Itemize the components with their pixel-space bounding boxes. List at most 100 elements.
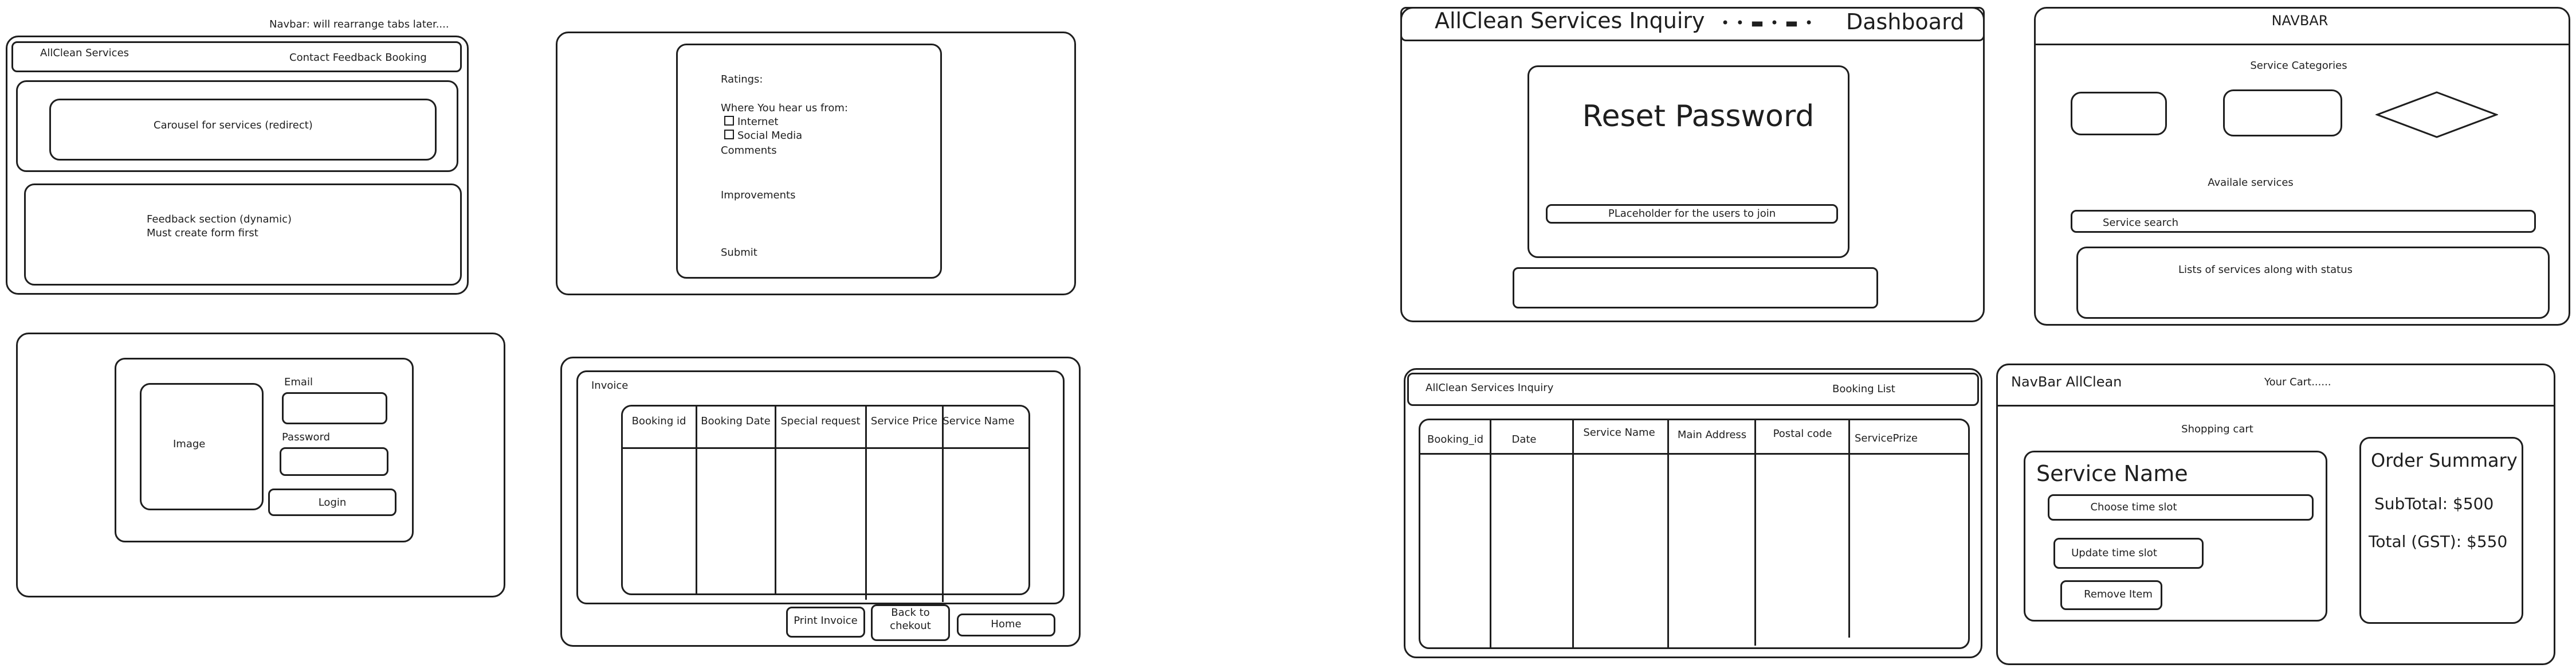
invoice-col-divider (865, 405, 867, 600)
invoice-col-header: Special request (780, 415, 861, 427)
back-to-checkout-button[interactable] (871, 604, 950, 641)
services-list-label: Lists of services along with status (2178, 264, 2353, 276)
order-summary-title: Order Summary (2371, 450, 2518, 471)
carousel-section (16, 80, 458, 172)
invoice-col-divider (696, 405, 697, 595)
reset-brand[interactable]: AllClean Services Inquiry (1435, 8, 1705, 33)
update-time-slot-label: Update time slot (2071, 547, 2157, 559)
back-to-checkout-label: Back to chekout (890, 607, 931, 632)
invoice-header-divider (621, 447, 1030, 449)
booking-col-header: ServicePrize (1855, 432, 1918, 444)
invoice-title: Invoice (591, 380, 629, 392)
booking-col-header: Main Address (1677, 429, 1747, 441)
reset-placeholder-text: PLaceholder for the users to join (1608, 208, 1776, 220)
email-field[interactable] (282, 392, 387, 424)
booking-col-divider (1490, 419, 1491, 649)
booking-list-title[interactable]: Booking List (1832, 383, 1895, 395)
carousel-label: Carousel for services (redirect) (154, 119, 313, 131)
home-nav-links[interactable]: Contact Feedback Booking (289, 52, 427, 64)
cart-brand[interactable]: NavBar AllClean (2011, 374, 2122, 390)
reset-placeholder-field[interactable] (1546, 204, 1838, 224)
feedback-section (24, 183, 462, 286)
shopping-cart-heading: Shopping cart (2181, 423, 2253, 435)
home-button[interactable] (957, 614, 1055, 636)
service-category-tile[interactable] (2223, 89, 2342, 136)
submit-button[interactable]: Submit (721, 247, 757, 259)
login-card (115, 358, 414, 542)
feedback-line2: Must create form first (147, 227, 258, 239)
invoice-col-divider (942, 405, 944, 602)
option-social-media[interactable]: Social Media (724, 130, 802, 142)
services-navbar-divider (2034, 44, 2570, 45)
nav-dots-icon[interactable]: • • ▬ • ▬ • (1721, 15, 1815, 31)
invoice-col-header: Service Name (943, 415, 1015, 427)
booking-col-header: Postal code (1773, 428, 1832, 440)
booking-col-divider (1754, 419, 1756, 646)
option-internet[interactable]: Internet (724, 116, 778, 128)
booking-brand[interactable]: AllClean Services Inquiry (1426, 382, 1554, 394)
booking-header-divider (1419, 453, 1970, 455)
login-button-label: Login (318, 497, 347, 509)
choose-time-slot-label: Choose time slot (2090, 501, 2177, 513)
diamond-shape-icon (2374, 91, 2499, 138)
invoice-wireframe (560, 357, 1081, 647)
checkbox-icon[interactable] (724, 116, 734, 126)
password-field[interactable] (280, 447, 388, 476)
invoice-col-header: Service Price (870, 415, 938, 427)
cart-service-name: Service Name (2036, 461, 2188, 486)
feedback-form-wireframe (556, 32, 1076, 295)
your-cart-link[interactable]: Your Cart...... (2264, 376, 2331, 388)
home-wireframe (6, 36, 469, 295)
invoice-card (576, 370, 1065, 604)
booking-list-wireframe (1404, 368, 1982, 658)
choose-time-slot-button[interactable] (2048, 494, 2314, 521)
booking-col-header: Booking_id (1427, 433, 1484, 446)
services-navbar: NAVBAR (2271, 13, 2328, 29)
reset-action-box[interactable] (1513, 267, 1878, 308)
checkbox-icon[interactable] (724, 130, 734, 139)
reset-password-title: Reset Password (1582, 99, 1815, 134)
where-label: Where You hear us from: (721, 102, 848, 114)
print-invoice-button[interactable] (786, 607, 865, 638)
home-brand[interactable]: AllClean Services (40, 47, 129, 59)
improvements-label: Improvements (721, 189, 796, 201)
feedback-form-card (676, 44, 942, 279)
dashboard-link[interactable]: Dashboard (1846, 9, 1965, 34)
booking-col-divider (1848, 419, 1850, 638)
cart-wireframe (1996, 364, 2555, 665)
invoice-col-header: Booking Date (701, 415, 771, 427)
invoice-col-divider (775, 405, 776, 595)
image-label: Image (173, 438, 206, 450)
order-summary-card (2359, 437, 2523, 624)
invoice-col-header: Booking id (631, 415, 686, 427)
reset-navbar (1400, 7, 1985, 41)
home-button-label: Home (991, 618, 1022, 630)
service-search-text: Service search (2103, 217, 2179, 229)
service-categories-label: Service Categories (2250, 60, 2347, 72)
booking-table (1419, 419, 1970, 649)
email-label: Email (284, 376, 313, 388)
login-image (140, 383, 264, 510)
services-list (2076, 247, 2550, 319)
comments-label: Comments (721, 144, 777, 157)
feedback-line1: Feedback section (dynamic) (147, 213, 292, 225)
remove-item-button[interactable] (2060, 580, 2162, 610)
services-wireframe (2034, 7, 2570, 326)
service-category-tile[interactable] (2071, 92, 2167, 135)
login-button[interactable] (268, 489, 396, 516)
booking-col-header: Service Name (1583, 427, 1655, 439)
home-navbar (11, 41, 462, 72)
password-label: Password (282, 431, 331, 443)
total-value: Total (GST): $550 (2369, 532, 2508, 551)
subtotal-value: SubTotal: $500 (2374, 494, 2494, 513)
print-invoice-label: Print Invoice (794, 615, 858, 627)
service-search-input[interactable] (2071, 210, 2536, 233)
service-category-diamond[interactable] (2374, 91, 2499, 139)
booking-col-divider (1572, 419, 1574, 649)
navbar-note: Navbar: will rearrange tabs later.... (269, 18, 449, 30)
carousel[interactable] (49, 99, 437, 161)
update-time-slot-button[interactable] (2053, 538, 2204, 569)
cart-navbar-divider (1996, 405, 2555, 407)
booking-col-divider (1667, 419, 1669, 649)
ratings-label: Ratings: (721, 73, 763, 85)
